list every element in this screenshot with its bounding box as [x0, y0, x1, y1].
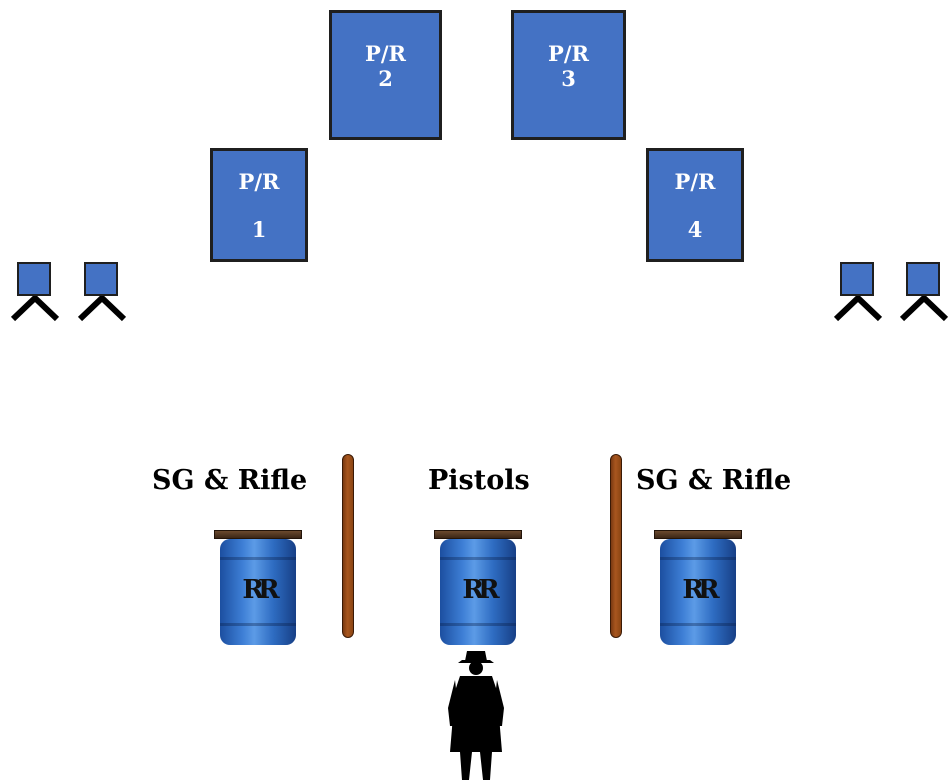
stand-target-right-2 [899, 262, 949, 322]
barrel-right: RR [654, 530, 742, 648]
barrel-logo: RR [682, 575, 719, 605]
shooter-silhouette-icon [448, 651, 504, 780]
target-pr-2: P/R 2 [329, 10, 442, 140]
target-pr-4-label: P/R [674, 169, 716, 194]
target-pr-4-number: 4 [687, 217, 703, 242]
stand-target-right-1 [833, 262, 883, 322]
stand-target-left-2 [77, 262, 127, 322]
barrel-rib [440, 623, 516, 626]
barrel-logo: RR [242, 575, 279, 605]
barrel-lid [214, 530, 302, 539]
target-pr-1-number: 1 [251, 217, 267, 242]
stand-legs-icon [833, 293, 883, 322]
barrel-rib [660, 557, 736, 560]
stand-plate [840, 262, 874, 296]
barrel-left: RR [214, 530, 302, 648]
target-pr-1: P/R 1 [210, 148, 308, 262]
zone-label-right: SG & Rifle [636, 465, 792, 496]
barrel-drum: RR [220, 539, 296, 645]
target-pr-4: P/R 4 [646, 148, 744, 262]
barrel-lid [434, 530, 522, 539]
target-pr-3-number: 3 [561, 66, 576, 91]
stand-plate [17, 262, 51, 296]
barrel-rib [440, 557, 516, 560]
target-pr-1-label: P/R [238, 169, 280, 194]
barrel-rib [220, 623, 296, 626]
stand-legs-icon [899, 293, 949, 322]
barrel-logo: RR [462, 575, 499, 605]
target-pr-2-number: 2 [378, 66, 393, 91]
stand-legs-icon [10, 293, 60, 322]
zone-label-left: SG & Rifle [152, 465, 308, 496]
divider-post-right [610, 454, 622, 638]
target-pr-2-label: P/R [365, 41, 406, 66]
stand-target-left-1 [10, 262, 60, 322]
barrel-lid [654, 530, 742, 539]
stand-plate [906, 262, 940, 296]
barrel-drum: RR [660, 539, 736, 645]
target-pr-3: P/R 3 [511, 10, 626, 140]
divider-post-left [342, 454, 354, 638]
barrel-rib [660, 623, 736, 626]
barrel-center: RR [434, 530, 522, 648]
barrel-drum: RR [440, 539, 516, 645]
barrel-rib [220, 557, 296, 560]
stand-legs-icon [77, 293, 127, 322]
stand-plate [84, 262, 118, 296]
target-pr-3-label: P/R [548, 41, 589, 66]
zone-label-center: Pistols [428, 465, 530, 496]
